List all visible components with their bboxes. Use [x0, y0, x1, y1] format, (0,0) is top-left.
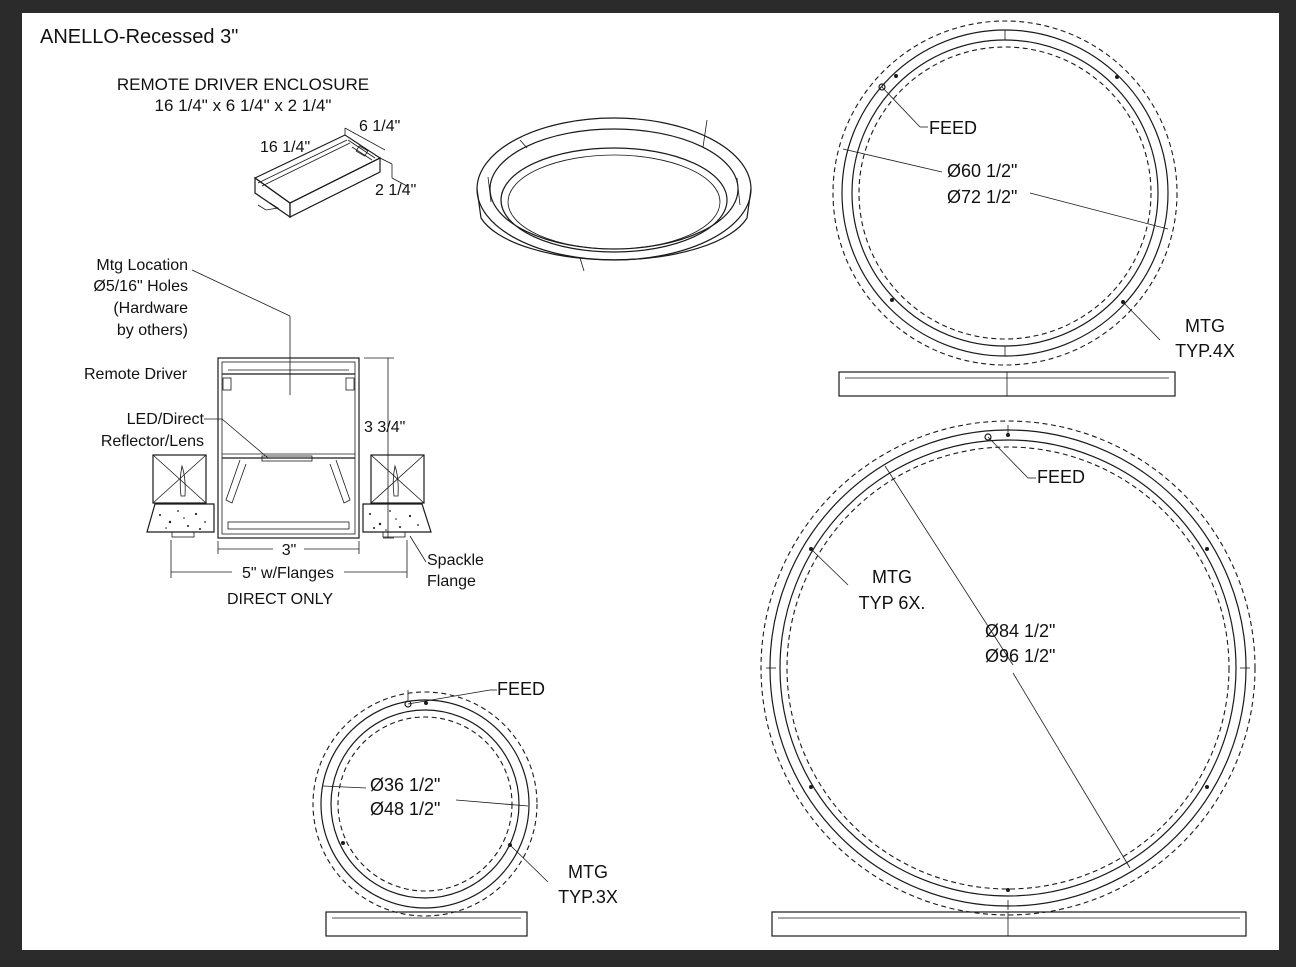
enclosure-length-dim: 16 1/4" — [260, 139, 310, 156]
enclosure-width-dim: 6 1/4" — [359, 118, 400, 135]
enclosure-size: 16 1/4" x 6 1/4" x 2 1/4" — [155, 96, 332, 115]
enclosure-heading: REMOTE DRIVER ENCLOSURE — [117, 75, 369, 94]
mtg-holes-label: Ø5/16" Holes — [93, 278, 188, 295]
ring-48-inner-diameter: Ø36 1/2" — [370, 775, 440, 795]
ring-72-feed: FEED — [929, 118, 977, 138]
ring-48-elevation — [325, 911, 528, 937]
reflector-lens-label: Reflector/Lens — [101, 433, 204, 450]
ring-48-mtg: MTG — [568, 862, 608, 882]
ring-96-inner-diameter: Ø84 1/2" — [985, 621, 1055, 641]
ring-48-plan: FEED Ø36 1/2" Ø48 1/2" MTG TYP.3X — [312, 679, 618, 937]
ring-96-feed: FEED — [1037, 467, 1085, 487]
ring-96-mtg: MTG — [872, 567, 912, 587]
ring-96-mtg-typ: TYP 6X. — [859, 593, 926, 613]
mtg-others-label: by others) — [117, 322, 188, 339]
ring-72-mtg-typ: TYP.4X — [1175, 341, 1235, 361]
ring-48-outer-diameter: Ø48 1/2" — [370, 799, 440, 819]
ring-48-feed: FEED — [497, 679, 545, 699]
enclosure-isometric — [253, 127, 408, 219]
flange-dimension: 5" w/Flanges — [242, 565, 334, 582]
cross-section: Mtg Location Ø5/16" Holes (Hardware by o… — [84, 257, 484, 608]
flange-label: Flange — [427, 573, 476, 590]
ring-96-outer-diameter: Ø96 1/2" — [985, 646, 1055, 666]
ring-96-plan: FEED MTG TYP 6X. Ø84 1/2" Ø96 1/2" — [760, 420, 1256, 937]
drawing-title: ANELLO-Recessed 3" — [40, 26, 238, 48]
ring-72-plan: FEED Ø60 1/2" Ø72 1/2" MTG TYP.4X — [832, 20, 1235, 397]
remote-driver-enclosure: REMOTE DRIVER ENCLOSURE 16 1/4" x 6 1/4"… — [117, 75, 416, 219]
ring-72-elevation — [838, 371, 1176, 397]
mtg-location-label: Mtg Location — [96, 257, 188, 274]
mtg-hardware-label: (Hardware — [113, 300, 188, 317]
ring-72-mtg: MTG — [1185, 316, 1225, 336]
ring-72-inner-diameter: Ø60 1/2" — [947, 161, 1017, 181]
ring-72-outer-diameter: Ø72 1/2" — [947, 187, 1017, 207]
drawing-sheet — [22, 13, 1279, 950]
ring-perspective-view — [476, 117, 752, 272]
ring-96-elevation — [771, 911, 1247, 937]
height-dimension: 3 3/4" — [364, 419, 405, 436]
enclosure-height-dim: 2 1/4" — [375, 182, 416, 199]
led-direct-label: LED/Direct — [127, 411, 205, 428]
width-dimension: 3" — [282, 542, 297, 559]
direct-only-label: DIRECT ONLY — [227, 591, 333, 608]
spackle-label: Spackle — [427, 552, 484, 569]
remote-driver-label: Remote Driver — [84, 366, 188, 383]
ring-48-mtg-typ: TYP.3X — [558, 887, 618, 907]
